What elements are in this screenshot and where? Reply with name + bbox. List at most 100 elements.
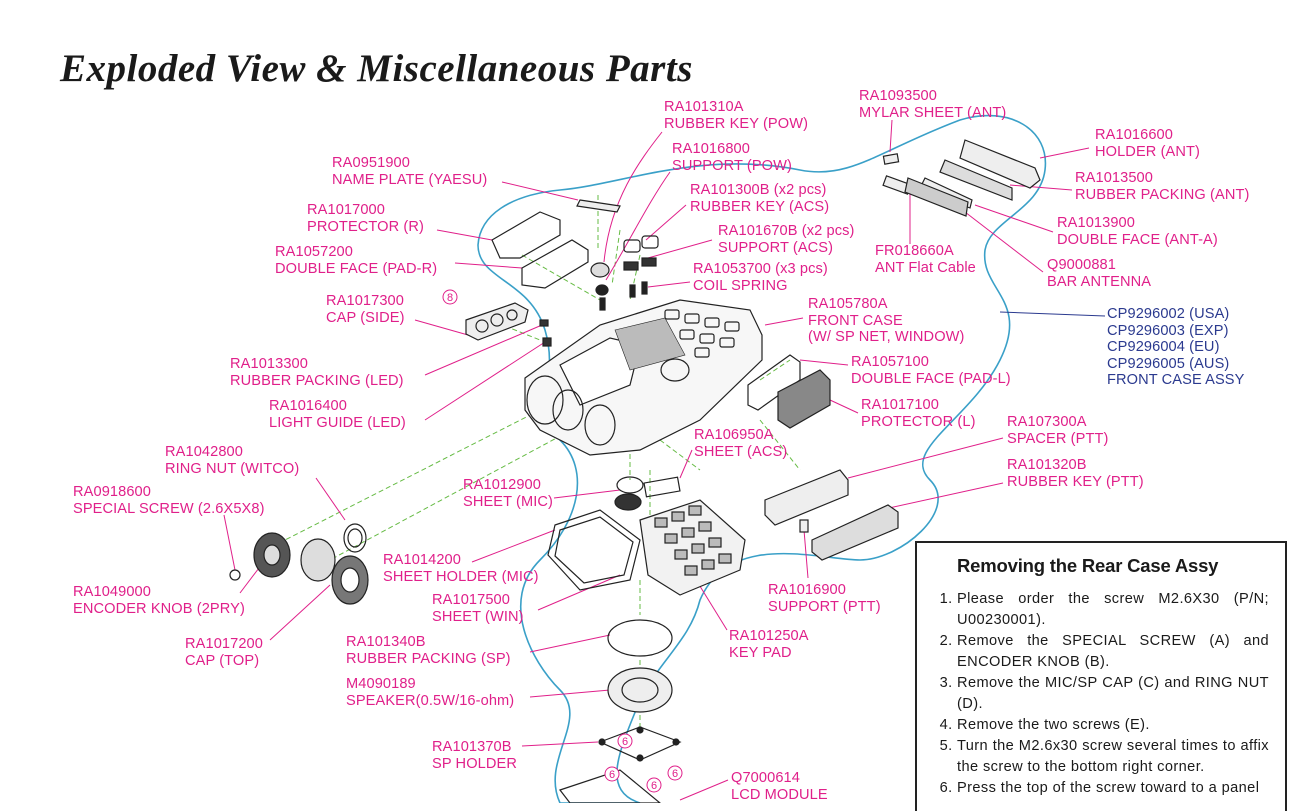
sheet-mic-part (616, 476, 644, 494)
key-pad-keys (654, 505, 732, 576)
part-number: RA1013900 (1057, 215, 1135, 231)
rear-case-step: Turn the M2.6x30 screw several times to … (957, 736, 1269, 778)
part-number: Q9000881 (1047, 257, 1116, 273)
part-number: RA101310A (664, 99, 744, 115)
screw-mark-6: 6 (672, 768, 678, 780)
part-number: Q7000614 (731, 770, 800, 786)
part-number: RA1017200 (185, 636, 263, 652)
part-description: RUBBER KEY (POW) (664, 115, 809, 132)
rear-case-step: Press the top of the screw toward to a p… (957, 778, 1269, 799)
front-case-assy-label: CP9296002 (USA)CP9296003 (EXP)CP9296004 … (1107, 306, 1244, 389)
cap-side-part (465, 302, 529, 341)
holder-ant-part (959, 139, 1041, 189)
part-description: MYLAR SHEET (ANT) (859, 104, 1007, 121)
part-number: RA107300A (1007, 414, 1087, 430)
part-description: SHEET (WIN) (432, 608, 524, 625)
protector-l-part (777, 369, 831, 429)
part-description: (W/ SP NET, WINDOW) (808, 329, 965, 345)
part-description: SPACER (PTT) (1007, 430, 1109, 447)
rear-case-heading: Removing the Rear Case Assy (957, 555, 1219, 576)
cap-top-part (300, 538, 336, 582)
part-description: SUPPORT (POW) (672, 157, 792, 174)
part-description: SUPPORT (ACS) (718, 239, 834, 256)
rear-case-step: Please order the screw M2.6X30 (P/N; U00… (957, 589, 1269, 631)
support-pow-part (595, 284, 609, 296)
part-number: M4090189 (346, 676, 416, 692)
part-description: HOLDER (ANT) (1095, 143, 1200, 160)
part-number: RA1016400 (269, 398, 347, 414)
part-description: ENCODER KNOB (2PRY) (73, 600, 245, 617)
part-description: SUPPORT (PTT) (768, 598, 881, 615)
part-description: PROTECTOR (R) (307, 218, 424, 235)
assy-part-number: CP9296003 (EXP) (1107, 322, 1229, 339)
part-number: RA101670B (x2 pcs) (718, 223, 855, 239)
part-number: RA1049000 (73, 584, 151, 600)
front-case-assy-outline (477, 114, 1047, 803)
rear-case-instructions: Removing the Rear Case Assy Please order… (915, 541, 1287, 811)
part-description: RUBBER PACKING (LED) (230, 372, 404, 389)
part-number: RA101320B (1007, 457, 1087, 473)
part-description: RUBBER KEY (ACS) (690, 198, 830, 215)
speaker-part (607, 667, 673, 713)
label-support-acs: RA101670B (x2 pcs)SUPPORT (ACS) (718, 223, 854, 256)
rubber-key-pow-part (590, 262, 610, 278)
mylar-sheet-ant-part (882, 153, 900, 165)
part-number: RA1016800 (672, 141, 750, 157)
sheet-holder-mic-part (547, 509, 641, 591)
part-number: RA1057200 (275, 244, 353, 260)
part-number: RA1012900 (463, 477, 541, 493)
part-description: SPECIAL SCREW (2.6X5X8) (73, 500, 265, 517)
part-number: RA1093500 (859, 88, 937, 104)
protector-r-part (491, 211, 561, 259)
screw-mark-6: 6 (651, 780, 657, 792)
part-description: RUBBER PACKING (SP) (346, 650, 511, 667)
part-number: RA1057100 (851, 354, 929, 370)
part-description: SHEET HOLDER (MIC) (383, 568, 539, 585)
part-description: DOUBLE FACE (PAD-L) (851, 370, 1011, 387)
part-number: RA101370B (432, 739, 512, 755)
part-description: KEY PAD (729, 644, 792, 661)
sheet-acs-part (643, 476, 681, 498)
part-description: LCD MODULE (731, 786, 828, 803)
part-number: RA1017000 (307, 202, 385, 218)
part-number: RA101340B (346, 634, 426, 650)
part-description: SP HOLDER (432, 755, 517, 772)
rear-case-step: Remove the SPECIAL SCREW (A) and ENCODER… (957, 631, 1269, 673)
part-number: RA0951900 (332, 155, 410, 171)
part-description: ANT Flat Cable (875, 259, 976, 276)
part-number: RA1013300 (230, 356, 308, 372)
part-description: FRONT CASE (808, 312, 903, 329)
assy-description: FRONT CASE ASSY (1107, 372, 1245, 388)
rear-case-step: Remove the two screws (E). (957, 715, 1269, 736)
part-number: RA0918600 (73, 484, 151, 500)
part-description: COIL SPRING (693, 277, 788, 294)
part-description: SHEET (MIC) (463, 493, 554, 510)
bar-antenna-part (904, 177, 969, 217)
